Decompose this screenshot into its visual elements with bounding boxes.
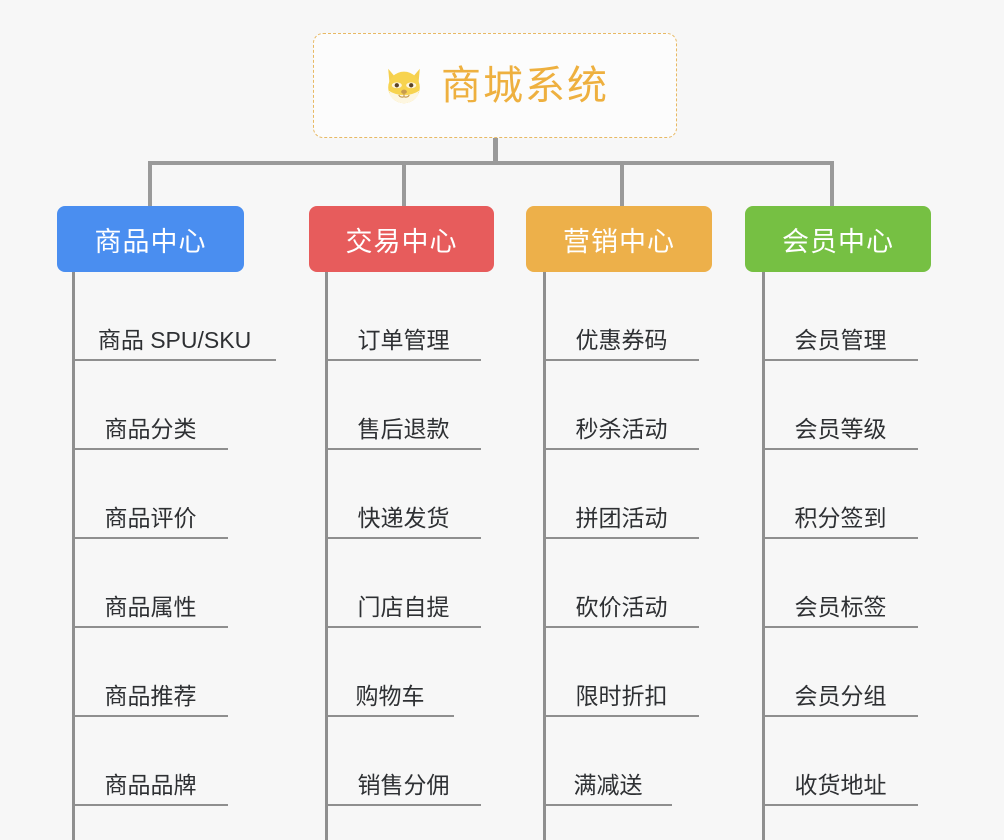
root-node[interactable]: 商城系统 (313, 33, 677, 138)
leaf-label: 销售分佣 (357, 771, 450, 798)
leaf-label: 会员等级 (794, 415, 887, 442)
leaf-label: 限时折扣 (575, 682, 668, 709)
category-label: 营销中心 (563, 226, 675, 257)
leaf-item[interactable]: 砍价活动 (544, 539, 699, 628)
leaf-label: 收货地址 (794, 771, 887, 798)
trunk-line-trade-center (325, 272, 328, 840)
category-box-product-center[interactable]: 商品中心 (57, 206, 244, 272)
leaf-item[interactable]: 优惠券码 (544, 272, 699, 361)
leaf-label: 优惠券码 (575, 326, 668, 353)
leaf-item[interactable]: 商品推荐 (73, 628, 228, 717)
leaf-item[interactable]: 拼团活动 (544, 450, 699, 539)
trunk-line-marketing-center (543, 272, 546, 840)
root-title: 商城系统 (441, 63, 609, 108)
leaf-item[interactable]: 积分签到 (763, 450, 918, 539)
leaf-label: 砍价活动 (575, 593, 668, 620)
leaf-item[interactable]: 商品属性 (73, 539, 228, 628)
leaf-label: 满减送 (573, 771, 643, 798)
leaf-label: 会员管理 (794, 326, 887, 353)
leaf-label: 商品分类 (104, 415, 197, 442)
trunk-line-product-center (72, 272, 75, 840)
leaf-label: 商品推荐 (104, 682, 197, 709)
category-label: 交易中心 (345, 226, 458, 257)
category-box-member-center[interactable]: 会员中心 (745, 206, 931, 272)
leaf-label: 商品属性 (104, 593, 197, 620)
leaf-label: 商品 SPU/SKU (97, 326, 252, 353)
connector-drop-3 (620, 161, 624, 207)
leaf-item[interactable]: 销售分佣 (326, 717, 481, 806)
leaf-label: 售后退款 (357, 415, 450, 442)
leaf-item[interactable]: 会员管理 (763, 272, 918, 361)
leaf-label: 订单管理 (357, 326, 450, 353)
dog-face-icon (381, 63, 427, 109)
leaf-item[interactable]: 快递发货 (326, 450, 481, 539)
connector-horizontal-bus (148, 161, 834, 165)
leaf-item[interactable]: 会员分组 (763, 628, 918, 717)
leaf-item[interactable]: 门店自提 (326, 539, 481, 628)
leaf-label: 门店自提 (357, 593, 450, 620)
leaf-item[interactable]: 售后退款 (326, 361, 481, 450)
leaf-item[interactable]: 满减送 (544, 717, 672, 806)
leaf-label: 快递发货 (357, 504, 450, 531)
connector-drop-2 (402, 161, 406, 207)
connector-root-stub (493, 138, 498, 163)
leaf-label: 秒杀活动 (575, 415, 668, 442)
category-box-trade-center[interactable]: 交易中心 (309, 206, 494, 272)
leaf-label: 购物车 (355, 682, 425, 709)
leaf-label: 商品评价 (104, 504, 197, 531)
leaf-item[interactable]: 商品品牌 (73, 717, 228, 806)
category-box-marketing-center[interactable]: 营销中心 (526, 206, 712, 272)
leaf-item[interactable]: 会员等级 (763, 361, 918, 450)
connector-drop-4 (830, 161, 834, 207)
leaf-item[interactable]: 商品分类 (73, 361, 228, 450)
leaf-label: 会员标签 (794, 593, 887, 620)
leaf-label: 会员分组 (794, 682, 887, 709)
leaf-item[interactable]: 购物车 (326, 628, 454, 717)
leaf-label: 积分签到 (794, 504, 887, 531)
leaf-item[interactable]: 会员标签 (763, 539, 918, 628)
leaf-item[interactable]: 订单管理 (326, 272, 481, 361)
category-label: 商品中心 (94, 226, 207, 257)
leaf-item[interactable]: 收货地址 (763, 717, 918, 806)
category-label: 会员中心 (782, 226, 894, 257)
leaf-item[interactable]: 商品评价 (73, 450, 228, 539)
trunk-line-member-center (762, 272, 765, 840)
leaf-item[interactable]: 限时折扣 (544, 628, 699, 717)
leaf-item[interactable]: 商品 SPU/SKU (73, 272, 276, 361)
leaf-label: 商品品牌 (104, 771, 197, 798)
connector-drop-1 (148, 161, 152, 207)
leaf-item[interactable]: 秒杀活动 (544, 361, 699, 450)
leaf-label: 拼团活动 (575, 504, 668, 531)
